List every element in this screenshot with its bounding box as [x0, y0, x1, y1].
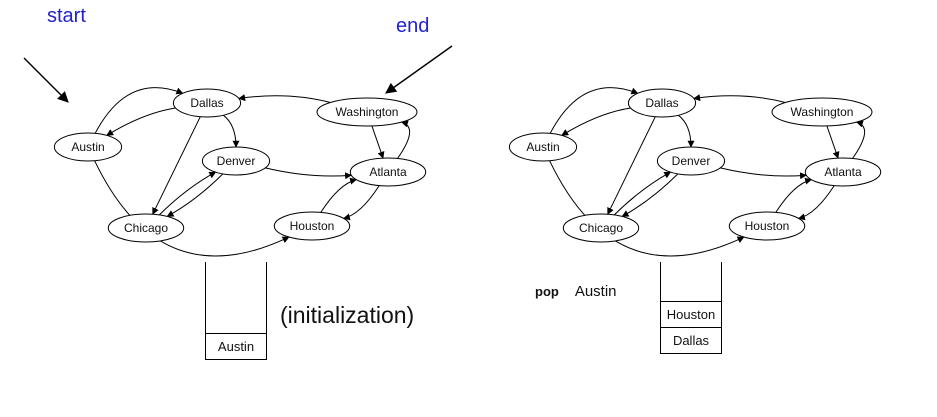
node-label: Houston: [745, 219, 790, 233]
stack-cell-austin: Austin: [206, 333, 266, 359]
pop-value: Austin: [574, 283, 617, 300]
edge-dallas-austin: [106, 107, 176, 136]
edge-austin-houston: [549, 160, 745, 257]
edge-denver-chicago: [621, 173, 679, 217]
end-arrow: [385, 45, 453, 94]
edge-dallas-austin: [561, 107, 631, 136]
node-ellipse: [53, 132, 123, 162]
edge-washington-atlanta: [826, 125, 840, 159]
graph-node-austin: Austin: [508, 132, 578, 162]
edge-dallas-denver: [677, 114, 695, 148]
node-ellipse: [627, 88, 697, 118]
graph-node-chicago: Chicago: [562, 213, 640, 243]
graph-node-denver: Denver: [656, 146, 726, 176]
edge-austin-dallas: [549, 87, 639, 134]
edge-atlanta-houston: [342, 185, 380, 221]
edge-dallas-chicago: [607, 116, 656, 215]
pop-annotation: pop Austin: [535, 283, 617, 301]
edge-denver-chicago: [166, 173, 224, 217]
node-label: Austin: [71, 140, 104, 154]
stack-left: Austin: [205, 262, 267, 360]
node-label: Washington: [336, 105, 399, 119]
graph-node-washington: Washington: [316, 97, 418, 127]
start-arrow: [23, 57, 69, 103]
node-label: Washington: [791, 105, 854, 119]
node-label: Dallas: [645, 96, 678, 110]
node-ellipse: [107, 213, 185, 243]
graph-node-austin: Austin: [53, 132, 123, 162]
edge-austin-dallas: [94, 87, 184, 134]
node-label: Atlanta: [824, 165, 862, 179]
node-ellipse: [804, 157, 882, 187]
edge-chicago-denver: [158, 171, 217, 216]
node-label: Chicago: [579, 221, 623, 235]
start-label: start: [47, 5, 86, 27]
node-ellipse: [273, 211, 351, 241]
node-ellipse: [172, 88, 242, 118]
node-ellipse: [508, 132, 578, 162]
edge-houston-atlanta: [320, 177, 358, 213]
node-ellipse: [771, 97, 873, 127]
node-ellipse: [656, 146, 726, 176]
edge-washington-dallas: [693, 94, 786, 103]
edge-washington-atlanta: [371, 125, 385, 159]
graph-node-houston: Houston: [273, 211, 351, 241]
graph-panel-left: DallasWashingtonAustinDenverAtlantaChica…: [53, 87, 427, 257]
edge-washington-dallas: [238, 94, 331, 103]
edge-denver-atlanta: [720, 167, 807, 180]
graph-node-washington: Washington: [771, 97, 873, 127]
edge-dallas-denver: [222, 114, 240, 148]
graph-node-atlanta: Atlanta: [349, 157, 427, 187]
node-ellipse: [349, 157, 427, 187]
graph-node-denver: Denver: [201, 146, 271, 176]
node-label: Chicago: [124, 221, 168, 235]
node-label: Denver: [672, 154, 711, 168]
edge-atlanta-washington: [852, 120, 866, 159]
edge-denver-atlanta: [265, 167, 352, 180]
node-ellipse: [201, 146, 271, 176]
node-ellipse: [562, 213, 640, 243]
graph-node-dallas: Dallas: [172, 88, 242, 118]
edge-atlanta-houston: [797, 185, 835, 221]
graph-node-houston: Houston: [728, 211, 806, 241]
node-label: Atlanta: [369, 165, 407, 179]
edge-chicago-denver: [613, 171, 672, 216]
graph-node-chicago: Chicago: [107, 213, 185, 243]
node-label: Dallas: [190, 96, 223, 110]
graph-node-dallas: Dallas: [627, 88, 697, 118]
stack-cell-houston: Houston: [661, 301, 721, 327]
node-label: Denver: [217, 154, 256, 168]
node-label: Houston: [290, 219, 335, 233]
stack-cell-dallas: Dallas: [661, 327, 721, 353]
edge-houston-atlanta: [775, 177, 813, 213]
initialization-label: (initialization): [280, 302, 415, 328]
end-label: end: [396, 15, 430, 37]
node-label: Austin: [526, 140, 559, 154]
edge-atlanta-washington: [397, 120, 411, 159]
node-ellipse: [316, 97, 418, 127]
edge-austin-houston: [94, 160, 290, 257]
node-ellipse: [728, 211, 806, 241]
graph-panel-right: DallasWashingtonAustinDenverAtlantaChica…: [508, 87, 882, 257]
pop-label: pop: [535, 284, 559, 299]
edge-dallas-chicago: [152, 116, 201, 215]
graph-node-atlanta: Atlanta: [804, 157, 882, 187]
